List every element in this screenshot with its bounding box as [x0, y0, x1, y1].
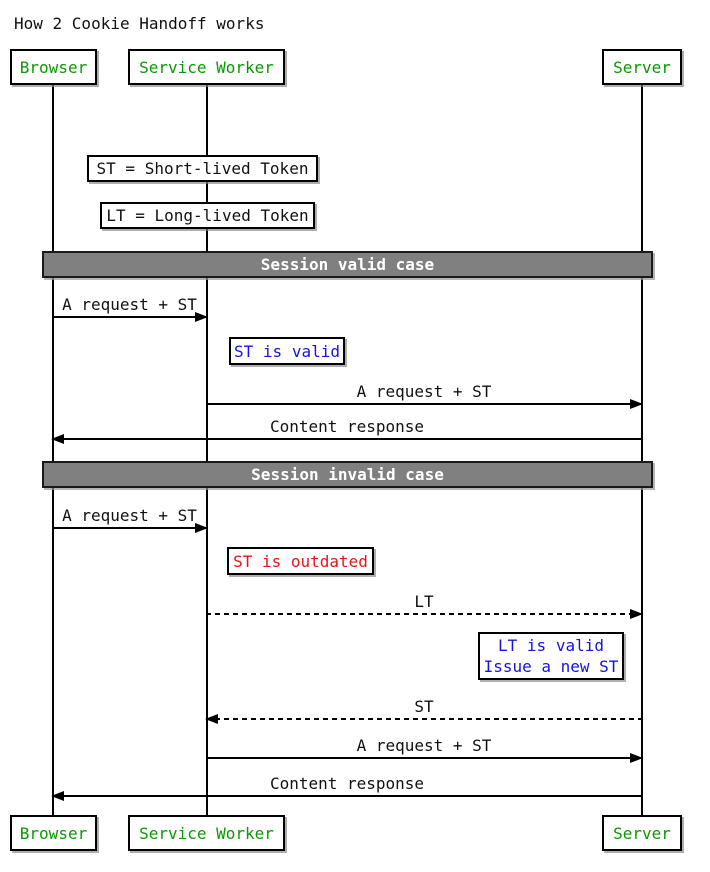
message-request-st-1: A request + ST: [52, 295, 208, 322]
arrowhead-left-icon: [205, 714, 218, 724]
arrowhead-left-icon: [51, 791, 64, 801]
message-label: A request + ST: [356, 736, 492, 755]
participant-service-worker-bottom: Service Worker: [128, 815, 285, 851]
arrowhead-left-icon: [51, 434, 64, 444]
note-st-is-outdated: ST is outdated: [227, 547, 374, 575]
participant-server-bottom: Server: [602, 815, 682, 851]
message-lt: LT: [206, 592, 643, 619]
message-label: A request + ST: [356, 382, 492, 401]
arrowhead-right-icon: [630, 753, 643, 763]
message-st: ST: [205, 697, 642, 724]
message-line: [52, 795, 642, 797]
message-label: Content response: [269, 774, 425, 793]
message-label: LT: [414, 592, 434, 611]
message-content-response-2: Content response: [51, 774, 642, 801]
note-lt-is-valid: LT is valid Issue a new ST: [478, 632, 624, 680]
lifeline-service-worker: [206, 85, 208, 815]
message-line: [52, 527, 207, 529]
message-line: [52, 438, 642, 440]
note-st-is-valid: ST is valid: [229, 337, 345, 365]
arrowhead-right-icon: [195, 523, 208, 533]
note-lt-definition: LT = Long-lived Token: [100, 202, 315, 229]
message-content-response-1: Content response: [51, 417, 642, 444]
arrowhead-right-icon: [630, 399, 643, 409]
participant-browser-top: Browser: [10, 49, 97, 85]
divider-session-valid: Session valid case: [42, 251, 653, 278]
message-label: ST: [414, 697, 434, 716]
message-line-dashed: [206, 718, 642, 720]
message-line-dashed: [206, 613, 642, 615]
message-request-st-4: A request + ST: [206, 736, 643, 763]
divider-session-invalid: Session invalid case: [42, 461, 653, 488]
message-label: A request + ST: [62, 506, 197, 525]
note-line-2: Issue a new ST: [483, 657, 619, 676]
lifeline-server: [641, 85, 643, 815]
message-label: A request + ST: [62, 295, 197, 314]
arrowhead-right-icon: [630, 609, 643, 619]
message-request-st-2: A request + ST: [206, 382, 643, 409]
participant-browser-bottom: Browser: [10, 815, 97, 851]
note-st-definition: ST = Short-lived Token: [87, 155, 318, 182]
diagram-title: How 2 Cookie Handoff works: [14, 14, 265, 33]
arrowhead-right-icon: [195, 312, 208, 322]
message-line: [52, 316, 207, 318]
message-line: [206, 403, 642, 405]
note-line-1: LT is valid: [498, 636, 604, 655]
message-label: Content response: [269, 417, 425, 436]
message-line: [206, 757, 642, 759]
message-request-st-3: A request + ST: [52, 506, 208, 533]
participant-server-top: Server: [602, 49, 682, 85]
lifeline-browser: [52, 85, 54, 815]
participant-service-worker-top: Service Worker: [128, 49, 285, 85]
